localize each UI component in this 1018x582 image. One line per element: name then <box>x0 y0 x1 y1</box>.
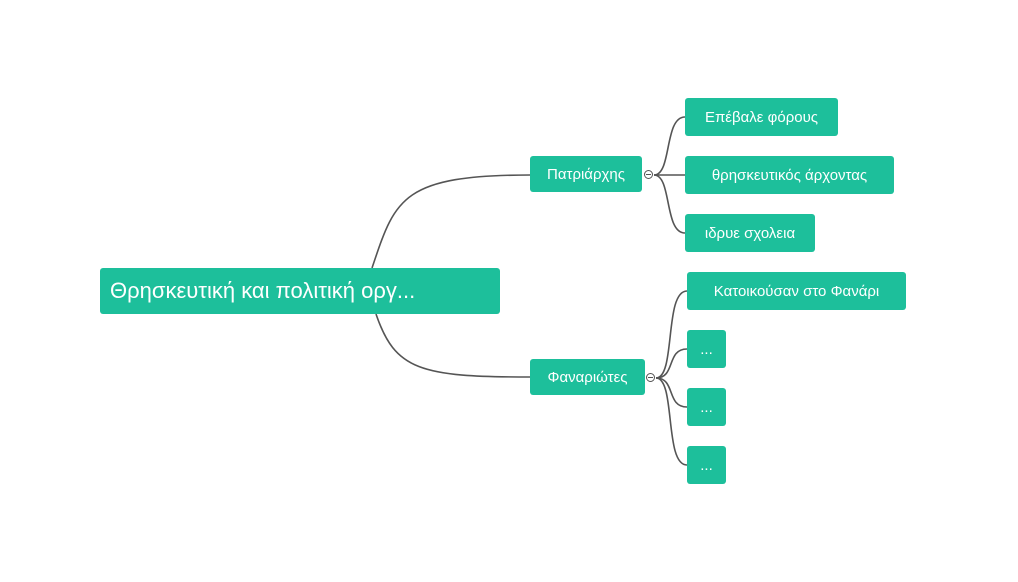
connector-phanariotes-child-1 <box>655 290 688 379</box>
leaf-phanariotes-3[interactable]: ... <box>687 388 726 426</box>
connector-root-patriarch <box>371 174 531 269</box>
leaf-patriarch-2[interactable]: θρησκευτικός άρχοντας <box>685 156 894 194</box>
connector-root-phanariotes <box>375 313 531 378</box>
leaf-phanariotes-4[interactable]: ... <box>687 446 726 484</box>
connector-phanariotes-child-4 <box>655 377 688 466</box>
branch-phanariotes[interactable]: Φαναριώτες <box>530 359 645 395</box>
connector-phanariotes-child-2 <box>655 348 688 379</box>
connector-phanariotes-child-3 <box>655 377 688 408</box>
connector-patriarch-child-1 <box>653 116 686 176</box>
leaf-patriarch-3[interactable]: ιδρυε σχολεια <box>685 214 815 252</box>
root-topic[interactable]: Θρησκευτική και πολιτική οργ... <box>100 268 500 314</box>
leaf-phanariotes-1[interactable]: Κατοικούσαν στο Φανάρι <box>687 272 906 310</box>
leaf-phanariotes-2[interactable]: ... <box>687 330 726 368</box>
collapse-phanariotes-icon[interactable] <box>646 373 655 382</box>
branch-patriarch[interactable]: Πατριάρχης <box>530 156 642 192</box>
collapse-patriarch-icon[interactable] <box>644 170 653 179</box>
leaf-patriarch-1[interactable]: Επέβαλε φόρους <box>685 98 838 136</box>
connector-patriarch-child-3 <box>653 174 686 234</box>
